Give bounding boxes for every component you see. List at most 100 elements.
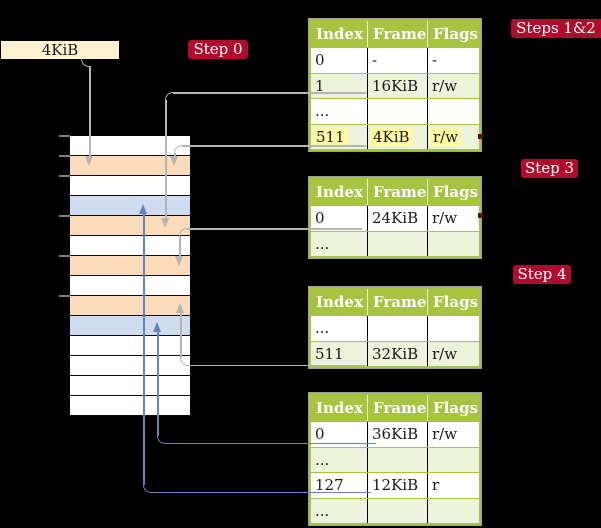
column-header-index: Index [316, 293, 363, 311]
memory-tick [59, 175, 70, 177]
table-row: ... [311, 98, 479, 124]
cell-index: 0 [315, 209, 325, 227]
step-label-3: Step 3 [521, 159, 578, 178]
table-row: 511 4KiB r/w [311, 123, 479, 150]
cell-frame [367, 447, 427, 472]
cell-frame: 16KiB [367, 73, 427, 98]
step-label-0: Step 0 [188, 40, 248, 59]
connector-line [151, 491, 371, 493]
cell-frame: 4KiB [367, 124, 427, 149]
memory-frame-row [70, 376, 190, 396]
cell-flags [427, 316, 479, 341]
column-header-flags: Flags [427, 289, 479, 315]
connector-line [165, 100, 167, 218]
connector-arrowhead [139, 204, 147, 214]
connector-line [180, 313, 182, 358]
cell-index: 0 [315, 425, 325, 443]
column-header-flags: Flags [427, 21, 479, 47]
table-row: ... [311, 497, 479, 523]
cell-frame: 12KiB [367, 473, 427, 498]
cell-index: ... [315, 234, 330, 253]
cell-flags [427, 231, 479, 256]
column-header-index: Index [316, 399, 363, 417]
connector-arrowhead [165, 92, 173, 100]
memory-frame-row [70, 356, 190, 376]
cell-flags: r/w [427, 124, 479, 149]
cell-flags: r/w [427, 341, 479, 366]
connector-line [165, 442, 376, 444]
memory-tick [59, 135, 70, 137]
cell-index: ... [315, 102, 330, 120]
connector-line [188, 364, 366, 366]
column-header-index: Index [316, 25, 363, 43]
cell-flags [427, 99, 479, 124]
connector-arrowhead [179, 228, 187, 236]
cell-index: 127 [315, 476, 344, 494]
memory-frame-row [70, 136, 190, 156]
connector-arrowhead [176, 303, 184, 313]
memory-frame-row [70, 256, 190, 276]
column-header-frame: Frame [367, 395, 427, 421]
connector-arrowhead [85, 156, 93, 166]
memory-frame-row [70, 176, 190, 196]
connector-arrowhead [153, 322, 161, 332]
connector-line [157, 332, 159, 436]
memory-tick [59, 295, 70, 297]
connector-arrowhead [161, 218, 169, 228]
column-header-frame: Frame [367, 21, 427, 47]
cell-index: ... [315, 501, 330, 520]
memory-tick [59, 215, 70, 217]
connector-arrowhead [170, 156, 178, 166]
cell-frame: 32KiB [367, 341, 427, 366]
memory-frame-row [70, 276, 190, 296]
memory-frame-row [70, 336, 190, 356]
cell-index: 511 [311, 125, 367, 150]
connector-arrowhead [175, 256, 183, 266]
cell-frame: 36KiB [367, 422, 427, 447]
highlighted-value: 511 [313, 127, 348, 146]
memory-tick [59, 155, 70, 157]
highlighted-value: r/w [430, 127, 462, 146]
column-header-frame: Frame [367, 289, 427, 315]
cell-frame [367, 99, 427, 124]
clipped-arrow-stub [478, 134, 483, 139]
step-label-1-2: Steps 1&2 [511, 19, 601, 38]
connector-line [179, 236, 181, 257]
connector-arrowhead [174, 145, 182, 153]
frame-size-label: 4KiB [1, 41, 119, 59]
table-row: ... [311, 446, 479, 472]
cell-frame [367, 231, 427, 256]
cell-flags [427, 447, 479, 472]
cell-flags: r [427, 473, 479, 498]
column-header-index: Index [316, 183, 363, 201]
memory-frame-row [70, 316, 190, 336]
cell-frame [367, 498, 427, 523]
memory-tick [59, 255, 70, 257]
cell-index: 1 [315, 76, 325, 95]
column-header-flags: Flags [427, 395, 479, 421]
cell-frame: - [367, 48, 427, 73]
connector-arrowhead [157, 436, 165, 444]
physical-memory-column [70, 136, 190, 416]
table-row: ... [311, 230, 479, 256]
highlighted-value: 4KiB [370, 127, 413, 146]
memory-frame-row [70, 156, 190, 176]
cell-frame [367, 316, 427, 341]
memory-frame-row [70, 216, 190, 236]
connector-line [89, 65, 91, 157]
connector-line [187, 228, 362, 230]
